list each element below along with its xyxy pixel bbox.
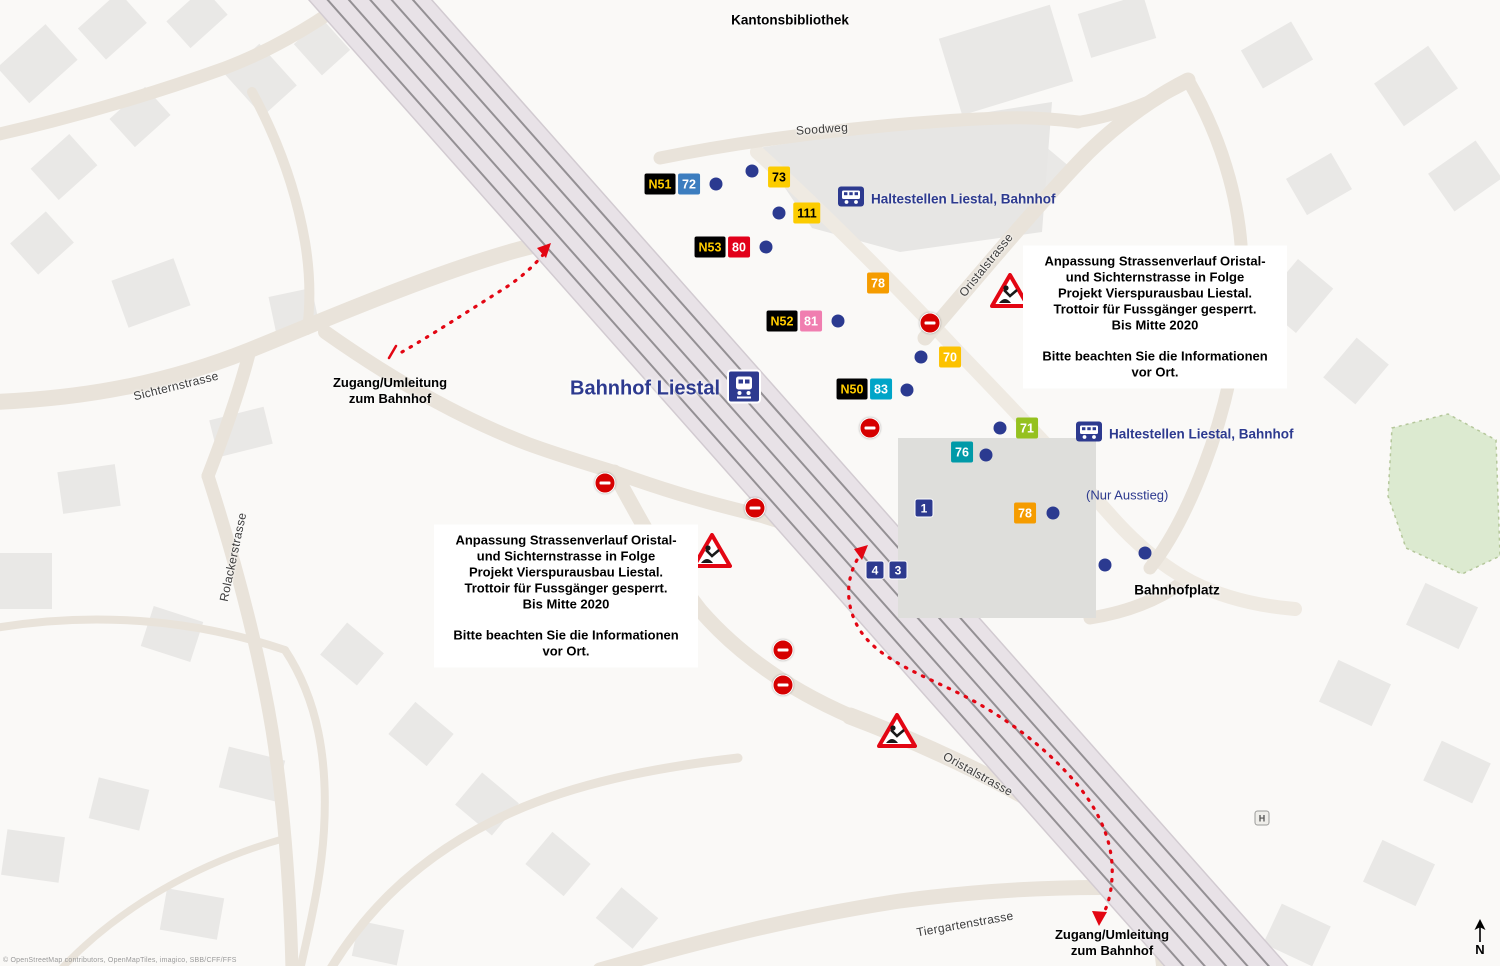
bus-stop-dot bbox=[1138, 546, 1152, 560]
bus-stop-dot bbox=[759, 240, 773, 254]
route-badge-111: 111 bbox=[793, 202, 821, 224]
route-badge-83: 83 bbox=[870, 378, 892, 400]
bus-stop-dot bbox=[772, 206, 786, 220]
notice-line: Trottoir für Fussgänger gesperrt. bbox=[464, 580, 668, 596]
notice-line: Projekt Vierspurausbau Liestal. bbox=[468, 564, 664, 580]
route-badge-n51: N51 bbox=[644, 173, 676, 195]
map-attribution: © OpenStreetMap contributors, OpenMapTil… bbox=[3, 957, 237, 964]
notice-line: und Sichternstrasse in Folge bbox=[1065, 269, 1245, 285]
route-badge-70: 70 bbox=[939, 346, 961, 368]
notice-line: Bis Mitte 2020 bbox=[522, 596, 610, 612]
construction-sign bbox=[990, 273, 1030, 309]
label-kantonsbibliothek: Kantonsbibliothek bbox=[731, 12, 849, 28]
platform-sign-3: 3 bbox=[888, 560, 908, 580]
bus-stop-h-sign: H bbox=[1254, 810, 1270, 826]
railway bbox=[307, 0, 1289, 966]
bus-icon bbox=[1076, 421, 1102, 447]
no-entry-sign bbox=[772, 674, 794, 696]
detour-arrowheads bbox=[387, 243, 1107, 926]
detour-paths bbox=[400, 248, 1114, 920]
bus-stop-label: Haltestellen Liestal, Bahnhof bbox=[871, 191, 1056, 207]
notice-line: Anpassung Strassenverlauf Oristal- bbox=[455, 532, 677, 548]
bus-stop-dot bbox=[709, 177, 723, 191]
bus-stop-dot bbox=[745, 164, 759, 178]
detour-label-south: Zugang/Umleitung zum Bahnhof bbox=[1055, 927, 1169, 959]
no-entry-sign bbox=[594, 472, 616, 494]
station-name-label: Bahnhof Liestal bbox=[570, 377, 721, 400]
route-badge-76: 76 bbox=[951, 441, 973, 463]
bus-icon bbox=[838, 186, 864, 212]
label-bahnhofplatz: Bahnhofplatz bbox=[1134, 582, 1220, 598]
train-station-icon bbox=[727, 369, 761, 409]
detour-label-line: Zugang/Umleitung bbox=[332, 375, 448, 390]
construction-notice-west: Anpassung Strassenverlauf Oristal- und S… bbox=[434, 524, 698, 668]
route-badge-n52: N52 bbox=[766, 310, 798, 332]
bus-stop-row-north: Haltestellen Liestal, Bahnhof bbox=[838, 186, 1056, 212]
notice-line: und Sichternstrasse in Folge bbox=[476, 548, 656, 564]
route-badge-72: 72 bbox=[678, 173, 700, 195]
platform-sign-1: 1 bbox=[914, 498, 934, 518]
north-label: N bbox=[1475, 942, 1485, 957]
detour-path-south bbox=[847, 550, 1114, 920]
no-entry-sign bbox=[744, 497, 766, 519]
notice-line: Trottoir für Fussgänger gesperrt. bbox=[1053, 301, 1257, 317]
bus-stop-dot bbox=[900, 383, 914, 397]
bus-stop-dot bbox=[831, 314, 845, 328]
bus-stop-dot bbox=[979, 448, 993, 462]
construction-sign bbox=[877, 713, 917, 749]
notice-line: Anpassung Strassenverlauf Oristal- bbox=[1044, 253, 1266, 269]
exit-only-label: (Nur Ausstieg) bbox=[1086, 487, 1169, 503]
green-area bbox=[1387, 413, 1500, 575]
detour-label-west: Zugang/Umleitung zum Bahnhof bbox=[333, 375, 447, 407]
route-badge-n53: N53 bbox=[694, 236, 726, 258]
bus-stop-dot bbox=[1046, 506, 1060, 520]
route-badge-n50: N50 bbox=[836, 378, 868, 400]
no-entry-sign bbox=[859, 417, 881, 439]
route-badge-73: 73 bbox=[768, 166, 790, 188]
bus-stop-label: Haltestellen Liestal, Bahnhof bbox=[1109, 426, 1294, 442]
detour-label-line: Zugang/Umleitung bbox=[1054, 927, 1170, 942]
route-badge-78b: 78 bbox=[1014, 502, 1036, 524]
construction-sign bbox=[692, 533, 732, 569]
detour-label-line: zum Bahnhof bbox=[1070, 943, 1154, 958]
construction-notice-east: Anpassung Strassenverlauf Oristal- und S… bbox=[1023, 245, 1287, 389]
detour-label-line: zum Bahnhof bbox=[348, 391, 432, 406]
no-entry-sign bbox=[919, 312, 941, 334]
notice-line: Bis Mitte 2020 bbox=[1111, 317, 1199, 333]
bus-stop-dot bbox=[993, 421, 1007, 435]
platform-sign-4: 4 bbox=[865, 560, 885, 580]
route-badge-78: 78 bbox=[867, 272, 889, 294]
bus-stop-row-east: Haltestellen Liestal, Bahnhof bbox=[1076, 421, 1294, 447]
route-badge-71: 71 bbox=[1016, 417, 1038, 439]
notice-line: Bitte beachten Sie die Informationen bbox=[1042, 348, 1268, 364]
station-building bbox=[898, 438, 1096, 618]
notice-line: Bitte beachten Sie die Informationen bbox=[453, 627, 679, 643]
bus-stop-dot bbox=[1098, 558, 1112, 572]
notice-line: vor Ort. bbox=[1131, 364, 1179, 380]
north-arrow-icon bbox=[1474, 919, 1486, 942]
route-badge-81: 81 bbox=[800, 310, 822, 332]
no-entry-sign bbox=[772, 639, 794, 661]
notice-line: vor Ort. bbox=[542, 643, 590, 659]
north-arrow: N bbox=[1473, 918, 1487, 957]
route-badge-80: 80 bbox=[728, 236, 750, 258]
notice-line: Projekt Vierspurausbau Liestal. bbox=[1057, 285, 1253, 301]
bus-stop-dot bbox=[914, 350, 928, 364]
